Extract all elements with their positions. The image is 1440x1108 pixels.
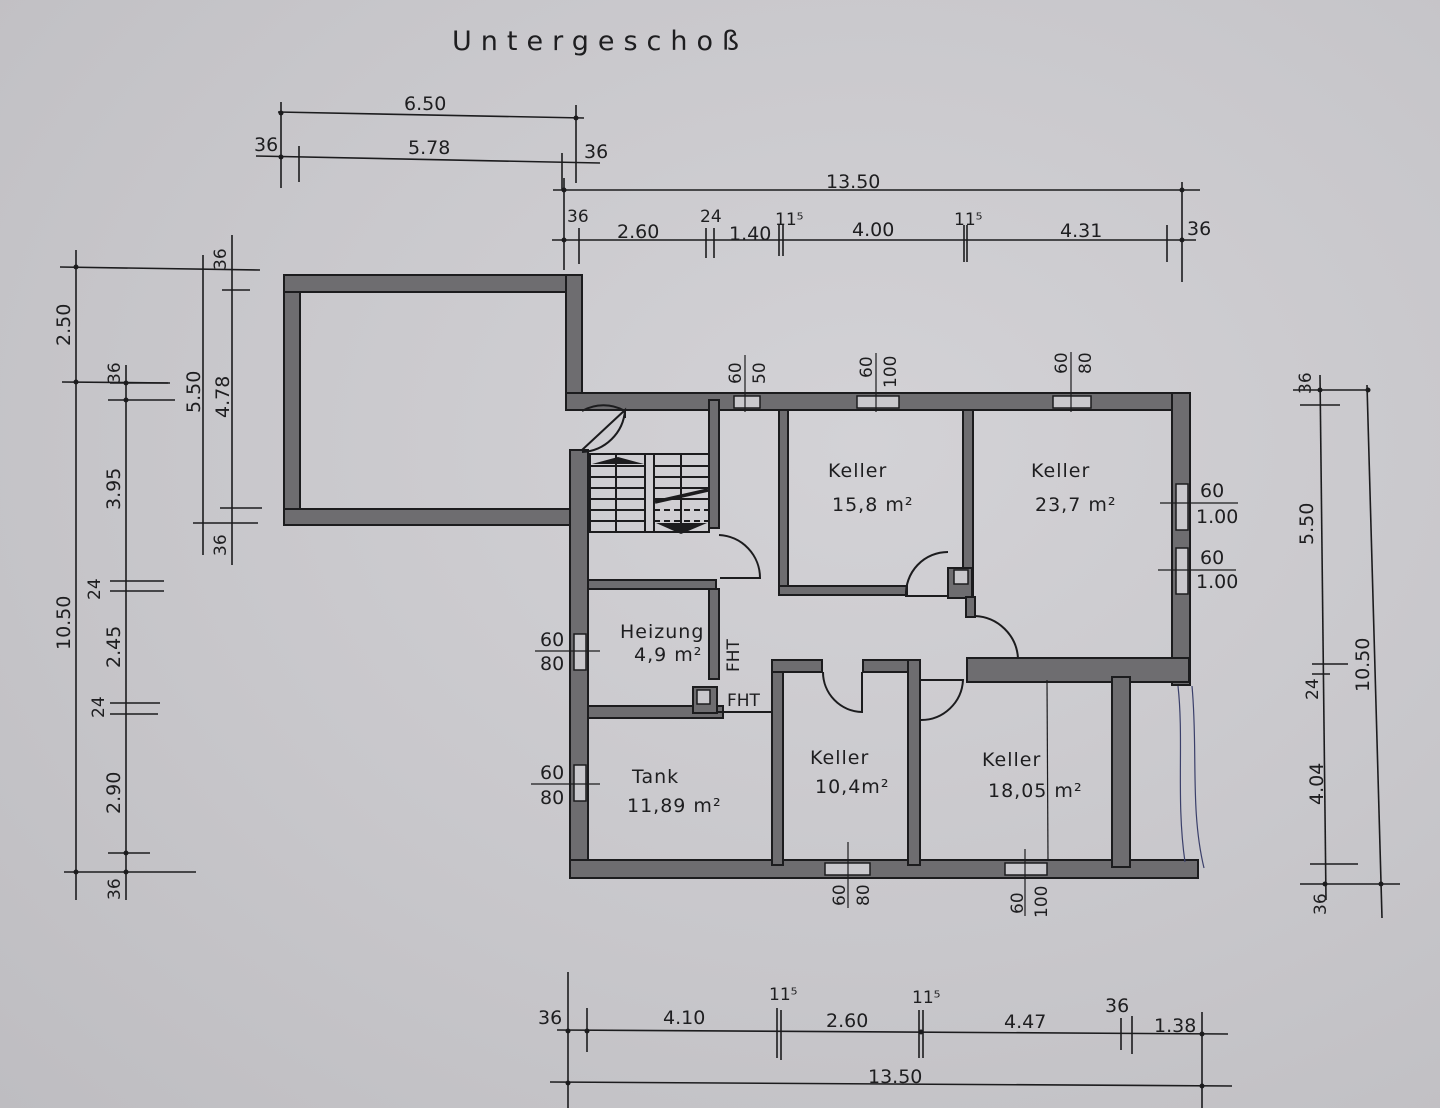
room-area: 10,4m² — [815, 776, 889, 798]
dim-top-seg: 1.40 — [729, 223, 771, 245]
partition-line — [1046, 679, 1049, 861]
window-label: 80 — [540, 787, 564, 809]
window-label: 60 — [1200, 547, 1224, 569]
fht-label: FHT — [727, 691, 761, 711]
window-label: 60 — [540, 762, 564, 784]
chimney-icon — [696, 689, 711, 705]
dim-left-seg: 2.45 — [103, 626, 125, 668]
dim-annex-overall: 6.50 — [404, 93, 446, 115]
dim-top-seg: 4.00 — [852, 219, 894, 241]
fht-label: FHT — [724, 638, 744, 672]
window-label: 60 — [540, 629, 564, 651]
window-label: 80 — [540, 653, 564, 675]
dimension-top-annex: 6.50 5.78 36 36 — [254, 93, 608, 190]
room-name: Tank — [631, 766, 679, 788]
pencil-mark — [1191, 685, 1205, 869]
room-name: Keller — [1031, 460, 1090, 482]
dim-left-seg: 3.95 — [103, 468, 125, 510]
doors — [581, 404, 1019, 722]
window-labels: 60 50 60 100 60 80 60 1.00 60 1.00 60 80… — [531, 352, 1238, 918]
dim-left-annex-bottom-wall: 36 — [211, 534, 231, 556]
dim-left-annex-inner: 4.78 — [212, 376, 234, 418]
dim-left-overall: 10.50 — [53, 596, 75, 650]
dimension-right: 36 5.50 24 4.04 36 10.50 — [1293, 372, 1400, 919]
room-area: 11,89 m² — [627, 795, 722, 817]
dim-right-seg: 5.50 — [1296, 503, 1318, 545]
dim-top-seg: 2.60 — [617, 221, 659, 243]
dim-right-seg: 24 — [1303, 678, 1323, 700]
window-label: 1.00 — [1196, 571, 1238, 593]
window-label: 80 — [1076, 352, 1096, 374]
room-name: Keller — [810, 747, 869, 769]
dim-bottom-seg: 11⁵ — [912, 988, 940, 1008]
dim-right-overall: 10.50 — [1352, 638, 1374, 692]
dim-left-seg: 36 — [105, 878, 125, 900]
plan-title: Untergeschoß — [452, 26, 748, 57]
window-label: 100 — [881, 356, 901, 388]
dim-left-seg: 2.90 — [103, 772, 125, 814]
pencil-mark — [1177, 685, 1186, 863]
dim-top-seg: 4.31 — [1060, 220, 1102, 242]
dim-annex-inner: 5.78 — [408, 137, 450, 159]
dimension-bottom: 36 4.10 11⁵ 2.60 11⁵ 4.47 36 1.38 13.50 — [538, 972, 1233, 1108]
chimney-icon — [953, 569, 969, 585]
window-label: 80 — [854, 884, 874, 906]
room-name: Keller — [828, 460, 887, 482]
window-label: 60 — [1200, 480, 1224, 502]
dim-right-seg: 36 — [1311, 893, 1331, 915]
dim-left-annex-overall: 5.50 — [183, 371, 205, 413]
stair-arrow-down-icon — [656, 523, 707, 534]
dim-annex-left-wall: 36 — [254, 134, 278, 156]
room-area: 15,8 m² — [832, 494, 913, 516]
room-area: 4,9 m² — [634, 644, 702, 666]
room-labels: Keller 15,8 m² Keller 23,7 m² Heizung 4,… — [620, 460, 1116, 817]
dim-bottom-overall: 13.50 — [868, 1066, 922, 1088]
window-label: 60 — [857, 356, 877, 378]
walls — [283, 274, 1199, 879]
dim-annex-right-wall: 36 — [584, 141, 608, 163]
dim-left-seg: 24 — [89, 696, 109, 718]
window-label: 60 — [1008, 892, 1028, 914]
window-label: 60 — [1052, 352, 1072, 374]
dim-left-seg: 24 — [85, 578, 105, 600]
dim-right-seg: 4.04 — [1306, 763, 1328, 805]
dim-bottom-seg: 4.10 — [663, 1007, 705, 1029]
staircase — [589, 453, 710, 534]
dim-top-seg: 36 — [567, 207, 589, 227]
dim-bottom-seg: 2.60 — [826, 1010, 868, 1032]
dimension-left: 2.50 10.50 36 5.50 4.78 36 36 3.95 24 2.… — [53, 235, 262, 900]
window-label: 60 — [726, 362, 746, 384]
dim-top-seg: 11⁵ — [954, 210, 982, 230]
dim-top-overall: 13.50 — [826, 171, 880, 193]
dim-bottom-seg: 1.38 — [1154, 1015, 1196, 1037]
dim-right-seg: 36 — [1296, 372, 1316, 394]
window-label: 1.00 — [1196, 506, 1238, 528]
dim-bottom-seg: 36 — [1105, 995, 1129, 1017]
dim-top-seg: 36 — [1187, 218, 1211, 240]
dim-left-seg: 36 — [105, 362, 125, 384]
window-label: 50 — [750, 362, 770, 384]
dim-left-annex-offset: 2.50 — [53, 304, 75, 346]
room-name: Heizung — [620, 621, 704, 643]
room-area: 18,05 m² — [988, 780, 1083, 802]
dimension-top-main: 13.50 36 2.60 24 1.40 11⁵ 4.00 11⁵ 4.31 … — [552, 171, 1211, 282]
window-label: 60 — [830, 884, 850, 906]
dim-top-seg: 24 — [700, 207, 722, 227]
dim-bottom-seg: 36 — [538, 1007, 562, 1029]
room-name: Keller — [982, 749, 1041, 771]
room-area: 23,7 m² — [1035, 494, 1116, 516]
dim-bottom-seg: 11⁵ — [769, 985, 797, 1005]
dim-top-seg: 11⁵ — [775, 210, 803, 230]
dim-left-annex-top-wall: 36 — [211, 248, 231, 270]
window-label: 100 — [1032, 886, 1052, 918]
stair-arrow-up-icon — [592, 457, 644, 464]
dim-bottom-seg: 4.47 — [1004, 1011, 1046, 1033]
